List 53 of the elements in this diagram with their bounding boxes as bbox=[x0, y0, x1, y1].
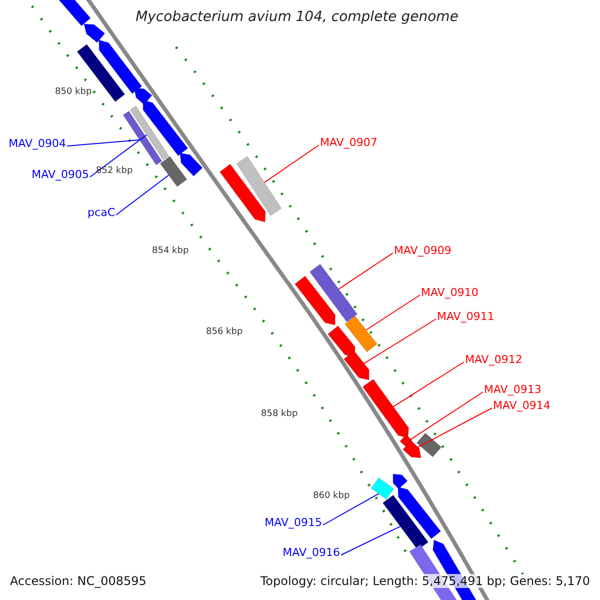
gene-block bbox=[370, 477, 394, 500]
gene-label: MAV_0913 bbox=[484, 383, 542, 396]
pointed-gene-block bbox=[294, 276, 336, 326]
gene-label: MAV_0910 bbox=[421, 286, 478, 299]
leader-line bbox=[366, 294, 420, 330]
leader-line bbox=[364, 318, 436, 364]
gene-label: MAV_0911 bbox=[437, 310, 494, 323]
pointed-gene-block bbox=[392, 474, 408, 490]
pointed-gene-block bbox=[328, 325, 356, 358]
leader-line bbox=[340, 526, 401, 556]
gene-label: MAV_0916 bbox=[282, 546, 340, 559]
gene-label: MAV_0909 bbox=[394, 244, 452, 257]
leader-line bbox=[116, 174, 170, 216]
position-label: 858 kbp bbox=[261, 409, 298, 420]
gene-block bbox=[160, 156, 188, 188]
pointed-gene-block bbox=[398, 486, 442, 540]
position-label: 860 kbp bbox=[313, 491, 350, 502]
leader-line bbox=[392, 362, 464, 408]
genome-stats-text: Topology: circular; Length: 5,475,491 bp; Genes: 5,170 bbox=[258, 574, 592, 588]
accession-text: Accession: NC_008595 bbox=[8, 574, 148, 588]
pointed-gene-block bbox=[219, 164, 266, 222]
leader-line bbox=[338, 252, 394, 290]
gene-label: MAV_0914 bbox=[493, 399, 550, 412]
pointed-gene-block bbox=[362, 378, 409, 438]
pointed-gene-block bbox=[343, 350, 370, 380]
gene-label: MAV_0904 bbox=[8, 137, 66, 150]
gene-block bbox=[122, 110, 162, 166]
leader-line bbox=[322, 493, 380, 526]
leader-line bbox=[418, 408, 492, 448]
position-label: 852 kbp bbox=[96, 166, 133, 177]
leader-line bbox=[410, 392, 484, 440]
pointed-gene-block bbox=[98, 40, 142, 94]
leader-line bbox=[264, 144, 320, 183]
gene-label: pcaC bbox=[88, 206, 115, 219]
pointed-gene-block bbox=[180, 152, 203, 177]
gene-label: MAV_0912 bbox=[465, 353, 522, 366]
leader-line bbox=[90, 134, 148, 178]
gene-block bbox=[309, 264, 358, 322]
diagram-title: Mycobacterium avium 104, complete genome bbox=[134, 9, 460, 25]
pointed-gene-block bbox=[142, 100, 188, 156]
gene-block bbox=[76, 44, 126, 102]
gene-label: MAV_0905 bbox=[32, 168, 89, 181]
gene-block bbox=[236, 156, 282, 216]
gene-label: MAV_0915 bbox=[264, 516, 322, 529]
position-label: 850 kbp bbox=[55, 87, 92, 98]
gene-block bbox=[416, 432, 442, 458]
gene-block bbox=[130, 106, 170, 160]
position-label: 854 kbp bbox=[152, 246, 189, 257]
gene-label: MAV_0907 bbox=[320, 136, 378, 149]
gene-block bbox=[344, 316, 378, 352]
position-label: 856 kbp bbox=[206, 327, 243, 338]
pointed-gene-block bbox=[402, 440, 422, 458]
leader-line bbox=[66, 139, 140, 146]
